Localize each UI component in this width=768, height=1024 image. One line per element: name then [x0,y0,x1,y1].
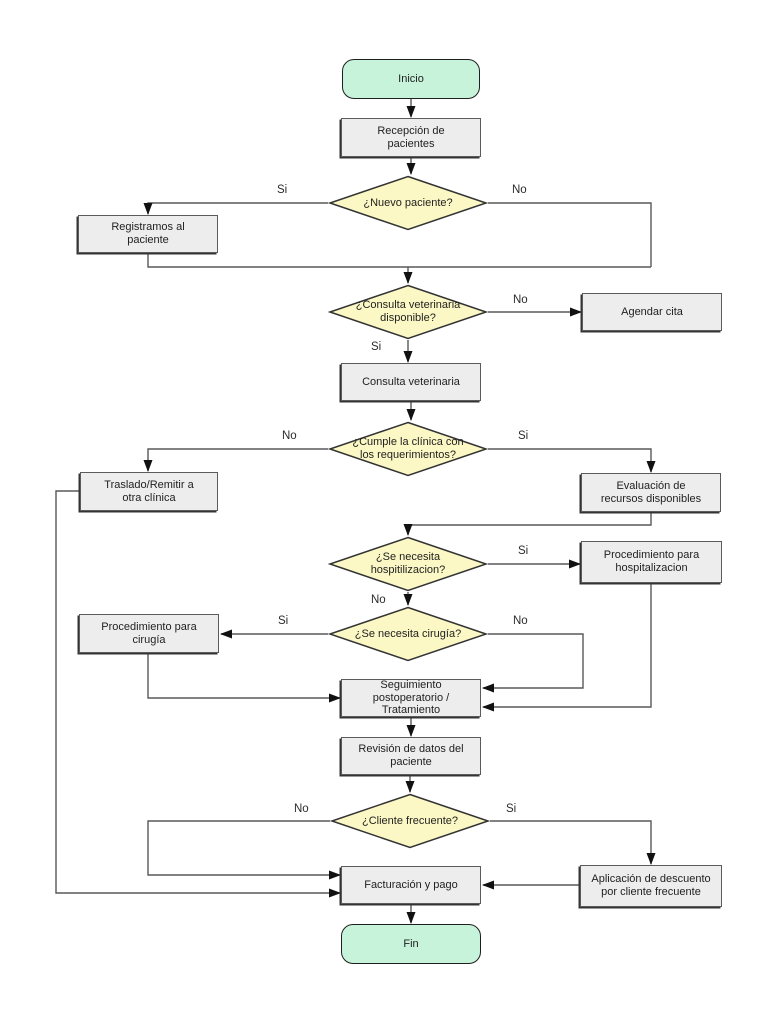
process-facturacion-label: Facturación y pago [364,878,458,891]
branch-label-disponible-si: Si [371,341,382,353]
diamond-shape [328,284,488,340]
process-evaluacion-label: Evaluación de recursos disponibles [600,479,702,505]
process-descuento-label: Aplicación de descuento por cliente frec… [591,873,711,898]
edge-nuevo-no-merge [488,202,652,267]
process-registramos: Registramos al paciente [78,215,218,253]
end-node: Fin [341,924,481,964]
process-registramos-label: Registramos al paciente [111,221,185,246]
process-cirugia-label: Procedimiento para cirugía [101,620,197,646]
branch-label-nuevo-si: Si [277,184,288,196]
decision-cirugia-label: ¿Se necesita cirugía? [354,627,462,640]
process-consulta-label: Consulta veterinaria [362,375,460,388]
edge-cumple-si-evaluacion [488,448,656,473]
edge-cliente-si-descuento [490,820,656,865]
process-agendar-label: Agendar cita [621,305,683,318]
process-cirugia: Procedimiento para cirugía [79,614,219,653]
edge-cumple-no-traslado [143,448,328,472]
process-seguimiento: Seguimiento postoperatorio / Tratamiento [341,679,481,717]
edge-cirugia-no-seguimiento [482,633,584,693]
branch-label-cumple-si: Si [518,430,529,442]
decision-consulta-disponible: ¿Consulta veterinaria disponible? [328,284,488,340]
diamond-shape [330,793,490,849]
end-label: Fin [403,937,419,950]
decision-consulta-disponible-label: ¿Consulta veterinaria disponible? [355,299,461,324]
edge-proccirugia-seguimiento [147,653,341,703]
process-agendar: Agendar cita [582,293,722,331]
decision-cumple: ¿Cumple la clínica con los requerimiento… [328,421,488,477]
decision-cumple-label: ¿Cumple la clínica con los requerimiento… [352,436,464,461]
diamond-shape [328,175,488,231]
process-facturacion: Facturación y pago [341,866,481,904]
process-recepcion-label: Recepción de pacientes [377,124,445,150]
process-traslado: Traslado/Remitir a otra clínica [80,472,218,511]
branch-label-cirugia-no: No [513,615,528,627]
branch-label-cliente-si: Si [506,803,517,815]
process-traslado-label: Traslado/Remitir a otra clínica [104,478,194,504]
decision-cliente-frecuente: ¿Cliente frecuente? [330,793,490,849]
branch-label-hosp-si: Si [518,545,529,557]
decision-nuevo-paciente-label: ¿Nuevo paciente? [363,196,453,209]
process-consulta: Consulta veterinaria [341,363,481,401]
branch-label-cumple-no: No [282,430,297,442]
process-revision: Revisión de datos del paciente [341,737,481,775]
edge-evaluacion-hosp-q [403,512,652,536]
edge-traslado-facturacion [55,490,341,898]
decision-hospitalizacion: ¿Se necesita hospitilizacion? [328,536,488,592]
process-hospitalizacion: Procedimiento para hospitalizacion [581,541,722,583]
edge-registramos-merge [147,253,651,268]
branch-label-cliente-no: No [294,803,309,815]
decision-hospitalizacion-label: ¿Se necesita hospitilizacion? [370,551,446,576]
decision-cirugia: ¿Se necesita cirugía? [328,606,488,662]
process-evaluacion: Evaluación de recursos disponibles [581,473,721,512]
decision-cliente-frecuente-label: ¿Cliente frecuente? [362,814,458,827]
branch-label-cirugia-si: Si [278,615,289,627]
start-node: Inicio [342,59,480,99]
branch-label-nuevo-no: No [512,184,527,196]
edge-prochosp-seguimiento [482,583,652,712]
process-descuento: Aplicación de descuento por cliente frec… [580,865,722,907]
process-seguimiento-label: Seguimiento postoperatorio / Tratamiento [372,678,450,717]
diamond-shape [328,536,488,592]
diamond-shape [328,606,488,662]
decision-nuevo-paciente: ¿Nuevo paciente? [328,175,488,231]
edge-nuevo-si-registramos [143,202,328,215]
start-label: Inicio [398,72,424,85]
diamond-shape [328,421,488,477]
process-hospitalizacion-label: Procedimiento para hospitalizacion [603,549,700,574]
edge-cliente-no-facturacion [147,820,341,880]
process-revision-label: Revisión de datos del paciente [358,743,464,768]
branch-label-disponible-no: No [513,294,528,306]
branch-label-hosp-no: No [371,594,386,606]
process-recepcion: Recepción de pacientes [341,118,481,157]
